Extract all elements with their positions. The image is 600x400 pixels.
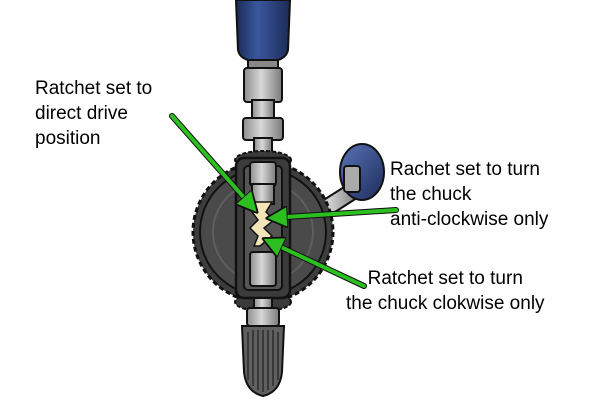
label-direct-drive: Ratchet set to direct drive position xyxy=(35,76,152,151)
label-direct-drive-line-3: position xyxy=(35,128,101,149)
drill-handle xyxy=(234,0,292,71)
label-clockwise: Ratchet set to turn the chuck clokwise o… xyxy=(346,266,545,316)
upper-shaft xyxy=(242,67,284,159)
green-arrow-icon xyxy=(169,113,399,289)
label-clockwise-line-2: the chuck clokwise only xyxy=(346,293,545,314)
label-direct-drive-line-2: direct drive xyxy=(35,103,128,124)
chuck xyxy=(240,297,286,398)
label-anti-clockwise-line-2: the chuck xyxy=(390,184,472,205)
label-clockwise-line-1: Ratchet set to turn xyxy=(367,268,523,289)
label-direct-drive-line-1: Ratchet set to xyxy=(35,78,153,99)
label-anti-clockwise-line-3: anti-clockwise only xyxy=(390,209,549,230)
label-anti-clockwise-line-1: Rachet set to turn xyxy=(390,159,540,180)
label-anti-clockwise: Rachet set to turn the chuck anti-clockw… xyxy=(390,157,548,232)
